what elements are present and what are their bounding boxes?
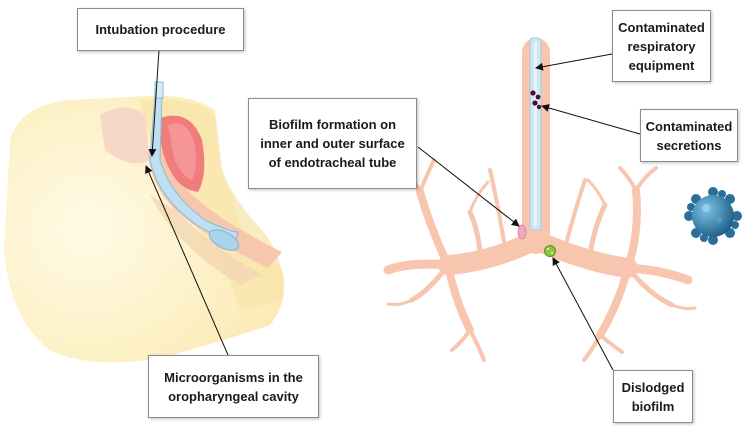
right-branch: [623, 263, 693, 285]
label-equipment-line-2: respiratory: [627, 38, 696, 54]
label-microorganisms-line-2: oropharyngeal cavity: [168, 388, 299, 404]
right-branch: [598, 333, 624, 354]
label-contaminated-secretions: Contaminated secretions: [640, 109, 738, 162]
arrow-contaminated-equipment: [535, 53, 613, 71]
left-branch: [386, 298, 414, 306]
right-branch: [618, 166, 638, 192]
left-branch: [383, 259, 453, 275]
arrow-contaminated-secretions: [541, 104, 641, 135]
tube-top: [154, 81, 164, 99]
tongue-highlight: [168, 123, 196, 180]
endotracheal-tube-body: [149, 94, 239, 241]
label-biofilm-formation: Biofilm formation on inner and outer sur…: [248, 98, 417, 189]
callout-arrows: [145, 49, 641, 371]
arrow-intubation: [148, 49, 160, 157]
tube-cuff: [208, 229, 240, 251]
label-microorganisms: Microorganisms in the oropharyngeal cavi…: [148, 355, 319, 418]
tracheal-tube: [529, 37, 542, 231]
arrow-microorganisms: [145, 165, 229, 356]
right-branch: [586, 178, 607, 207]
label-dislodged-line-2: biofilm: [631, 398, 675, 414]
label-microorganisms-line-1: Microorganisms in the: [164, 369, 303, 385]
label-dislodged-biofilm: Dislodged biofilm: [613, 370, 693, 423]
airway-lower: [150, 195, 262, 285]
nasal-cavity: [100, 107, 150, 164]
biofilm-patch: [517, 224, 527, 240]
right-branch: [624, 186, 641, 272]
right-branch: [634, 166, 658, 192]
left-branch: [444, 261, 474, 334]
label-secretions-line-1: Contaminated: [645, 118, 733, 134]
dislodged-biofilm-dot: [544, 245, 556, 257]
left-branch: [468, 328, 486, 362]
right-branch: [596, 264, 632, 339]
right-branch: [563, 178, 587, 250]
right-branch: [587, 202, 608, 257]
secretion-dots: [530, 90, 542, 110]
label-secretions-line-2: secretions: [656, 137, 722, 153]
left-branch: [468, 180, 490, 214]
left-branch: [418, 158, 436, 194]
left-branch: [488, 168, 507, 250]
label-contaminated-equipment: Contaminated respiratory equipment: [612, 10, 711, 82]
label-biofilm-line-1: Biofilm formation on: [268, 117, 397, 132]
left-branch: [416, 188, 452, 269]
label-intubation-text: Intubation procedure: [95, 22, 226, 37]
label-equipment-line-3: equipment: [628, 57, 695, 73]
label-equipment-line-1: Contaminated: [618, 19, 705, 35]
label-dislodged-line-1: Dislodged: [621, 379, 685, 395]
left-branch: [450, 328, 472, 352]
left-branch: [409, 262, 451, 303]
left-branch: [467, 209, 483, 255]
arrow-dislodged-biofilm: [552, 257, 614, 371]
right-main-bronchus: [526, 230, 638, 278]
label-biofilm-line-3: of endotracheal tube: [268, 155, 397, 170]
label-biofilm-line-2: inner and outer surface: [260, 136, 405, 151]
microbe-icon: [684, 187, 742, 245]
left-main-bronchus: [438, 230, 546, 275]
right-branch: [670, 303, 697, 311]
airway-passage: [148, 148, 282, 268]
head-cross-section: [4, 81, 285, 363]
right-branch: [625, 265, 675, 308]
arrow-biofilm-formation: [417, 146, 520, 227]
right-branch: [582, 333, 602, 362]
label-intubation-procedure: Intubation procedure: [77, 8, 244, 51]
